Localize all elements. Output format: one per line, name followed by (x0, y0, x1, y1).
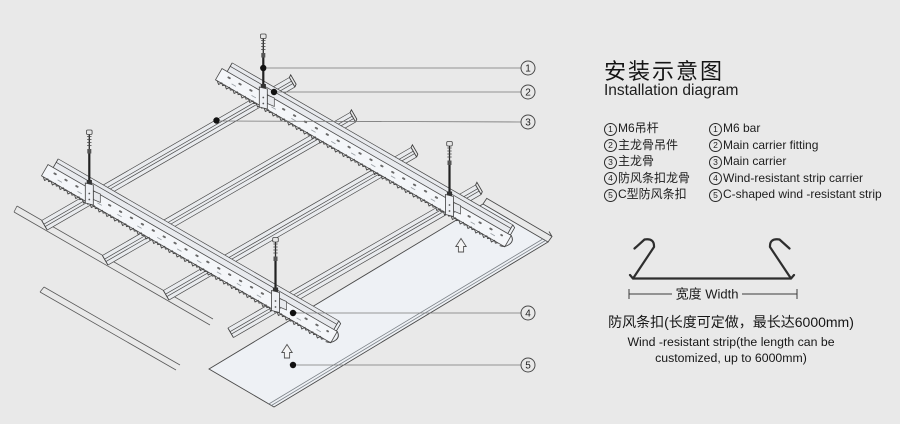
svg-text:4: 4 (525, 309, 531, 320)
strip-note: 防风条扣(长度可定做，最长达6000mm) Wind -resistant st… (596, 312, 866, 366)
svg-text:1: 1 (525, 64, 531, 75)
svg-text:5: 5 (525, 361, 531, 372)
callout-4: 4 (520, 305, 536, 321)
callout-5: 5 (520, 357, 536, 373)
svg-text:3: 3 (525, 118, 531, 129)
wind-resistant-strip-panel (208, 197, 553, 408)
width-dimension-label: 宽度 Width (676, 287, 739, 302)
callout-2: 2 (520, 84, 536, 100)
width-dimension (628, 289, 798, 299)
page-subtitle: Installation diagram (604, 82, 739, 99)
page-title: 安装示意图 (604, 59, 725, 84)
callout-3: 3 (520, 114, 536, 130)
installed-strip-edges (13, 205, 214, 371)
strip-note-zh: 防风条扣(长度可定做，最长达6000mm) (608, 314, 854, 330)
svg-text:2: 2 (525, 88, 531, 99)
callout-leaders (219, 67, 522, 366)
strip-note-en: Wind -resistant strip(the length can be … (627, 335, 835, 365)
callout-bubbles: 1 2 3 4 5 (520, 60, 536, 373)
strip-profile-drawing: 宽度 Width (628, 238, 798, 302)
callout-1: 1 (520, 60, 536, 76)
callout-dots (213, 64, 297, 369)
